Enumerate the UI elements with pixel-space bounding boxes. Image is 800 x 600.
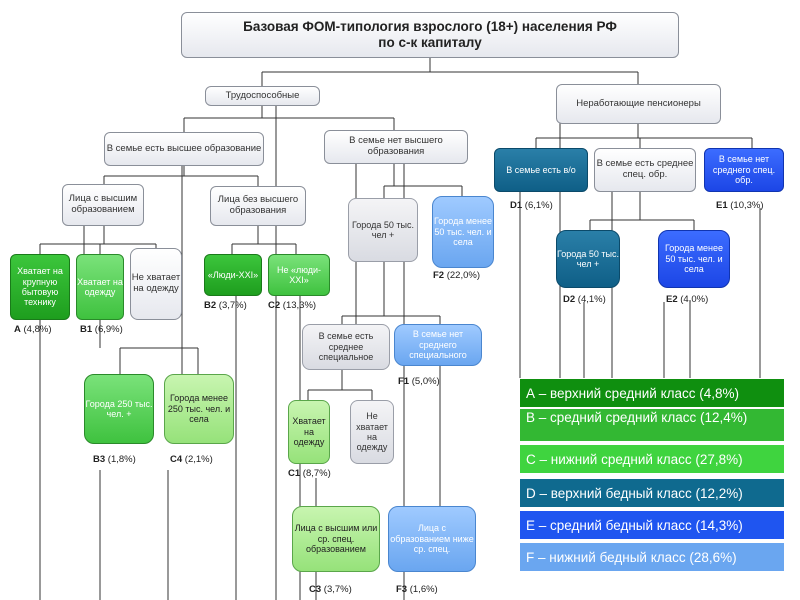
label-f3: F3 (1,6%) bbox=[396, 584, 438, 595]
node-d1: В семье есть в/о bbox=[494, 148, 588, 192]
node-secondary-special: В семье есть среднее спец. обр. bbox=[594, 148, 696, 192]
label-f2: F2 (22,0%) bbox=[433, 270, 480, 281]
node-c3: Лица с высшим или ср. спец. образованием bbox=[292, 506, 380, 572]
node-less-50-2: Города менее 50 тыс. чел. и села bbox=[658, 230, 730, 288]
node-persons-no-higher: Лица без высшего образования bbox=[210, 186, 306, 226]
title-line-1: Базовая ФОМ-типология взрослого (18+) на… bbox=[243, 19, 617, 35]
node-city-50-plus-2: Города 50 тыс. чел + bbox=[556, 230, 620, 288]
node-higher-education: В семье есть высшее образование bbox=[104, 132, 264, 166]
node-less-250: Города менее 250 тыс. чел. и села bbox=[164, 374, 234, 444]
label-a: A (4,8%) bbox=[14, 324, 52, 335]
node-has-secondary-special: В семье есть среднее специальное bbox=[302, 324, 390, 370]
node-e1: В семье нет среднего спец. обр. bbox=[704, 148, 784, 192]
label-e1: E1 (10,3%) bbox=[716, 200, 764, 211]
node-city-50-plus-1: Города 50 тыс. чел + bbox=[348, 198, 418, 262]
node-b1: Хватает на одежду bbox=[76, 254, 124, 320]
legend-a: А – верхний средний класс (4,8%) bbox=[519, 378, 785, 408]
title-box: Базовая ФОМ-типология взрослого (18+) на… bbox=[181, 12, 679, 58]
node-persons-higher: Лица с высшим образованием bbox=[62, 184, 144, 226]
legend-f: F – нижний бедный класс (28,6%) bbox=[519, 542, 785, 572]
node-city-250-plus: Города 250 тыс. чел. + bbox=[84, 374, 154, 444]
node-no-clothes-2: Не хватает на одежду bbox=[350, 400, 394, 464]
node-a: Хватает на крупную бытовую технику bbox=[10, 254, 70, 320]
node-no-secondary-special: В семье нет среднего специального bbox=[394, 324, 482, 366]
node-c1: Хватает на одежду bbox=[288, 400, 330, 464]
label-b3: B3 (1,8%) bbox=[93, 454, 136, 465]
node-no-higher-education: В семье нет высшего образования bbox=[324, 130, 468, 164]
node-pensioners: Неработающие пенсионеры bbox=[556, 84, 721, 124]
node-not-people-21: Не «люди-XXI» bbox=[268, 254, 330, 296]
node-no-clothes-1: Не хватает на одежду bbox=[130, 248, 182, 320]
legend-c: С – нижний средний класс (27,8%) bbox=[519, 444, 785, 474]
label-b2: B2 (3,7%) bbox=[204, 300, 247, 311]
legend-d: D – верхний бедный класс (12,2%) bbox=[519, 478, 785, 508]
node-less-50-1: Города менее 50 тыс. чел. и села bbox=[432, 196, 494, 268]
node-able-bodied: Трудоспособные bbox=[205, 86, 320, 106]
label-d1: D1 (6,1%) bbox=[510, 200, 553, 211]
legend-b: В – средний средний класс (12,4%) bbox=[519, 408, 785, 442]
label-c3: C3 (3,7%) bbox=[309, 584, 352, 595]
label-c1: C1 (8,7%) bbox=[288, 468, 331, 479]
legend-e: Е – средний бедный класс (14,3%) bbox=[519, 510, 785, 540]
node-people-21: «Люди-XXI» bbox=[204, 254, 262, 296]
label-d2: D2 (4,1%) bbox=[563, 294, 606, 305]
label-b1: B1 (6,9%) bbox=[80, 324, 123, 335]
label-e2: E2 (4,0%) bbox=[666, 294, 709, 305]
node-f3: Лица с образованием ниже ср. спец. bbox=[388, 506, 476, 572]
label-f1: F1 (5,0%) bbox=[398, 376, 440, 387]
title-line-2: по с-к капиталу bbox=[378, 35, 482, 50]
label-c4: C4 (2,1%) bbox=[170, 454, 213, 465]
label-c2: C2 (13,3%) bbox=[268, 300, 317, 311]
